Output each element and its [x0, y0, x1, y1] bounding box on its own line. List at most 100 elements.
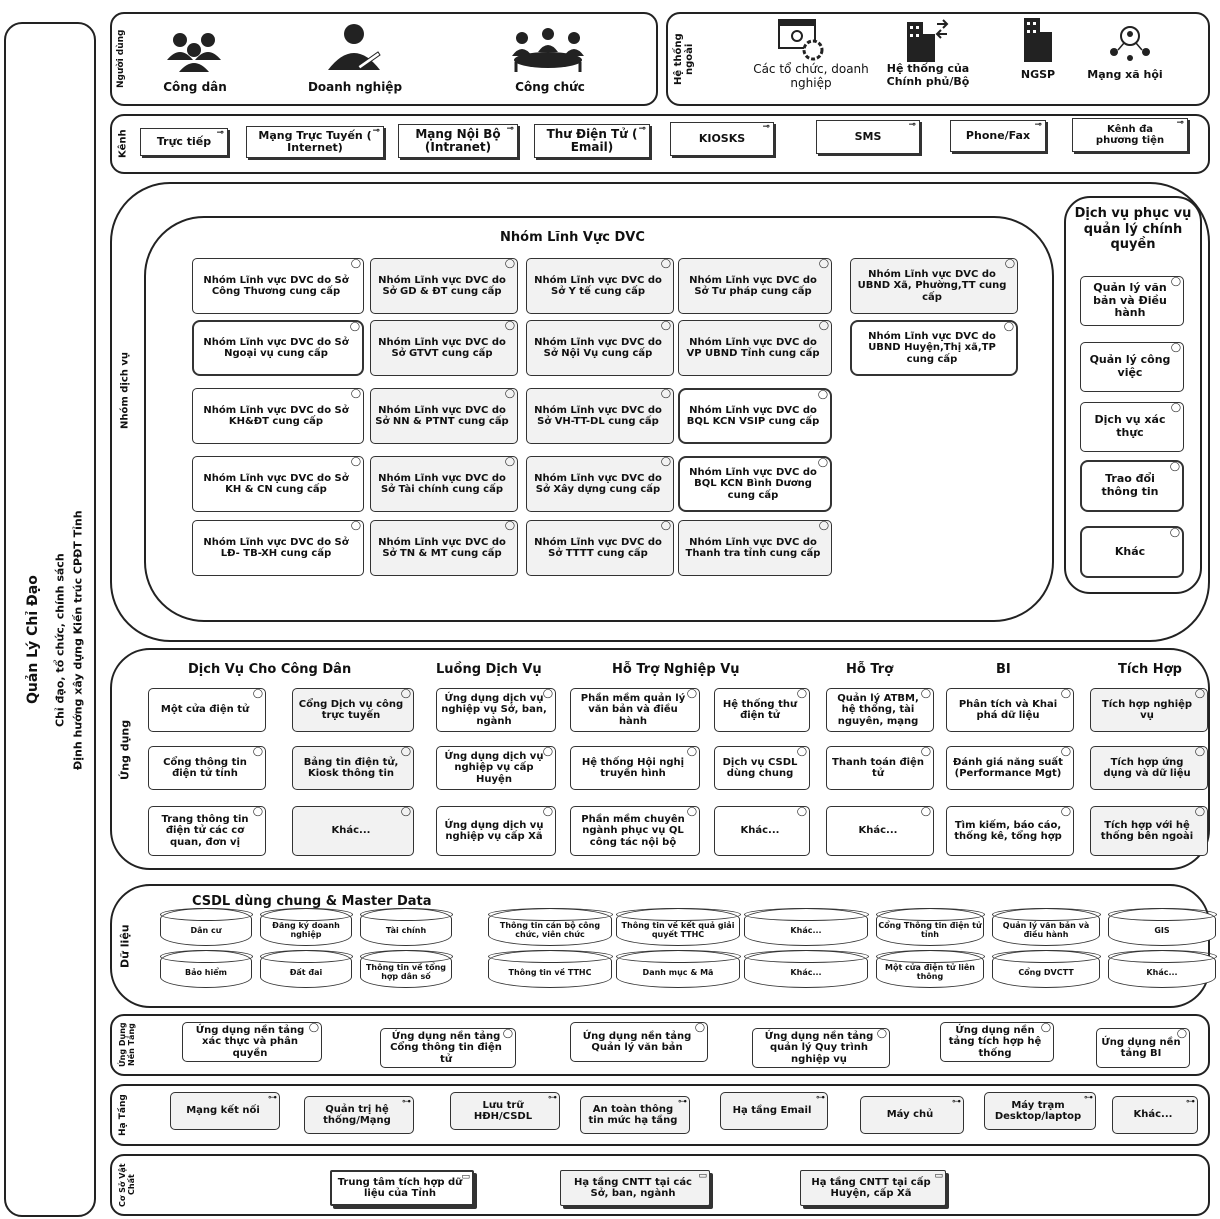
channel-email[interactable]: Thư Điện Tử ( Email)⊸ [534, 124, 650, 158]
data-store-10[interactable]: Thông tin về TTHC [487, 949, 613, 988]
infra-item-5[interactable]: Hạ tầng Email⊶ [720, 1092, 828, 1130]
app-22[interactable]: Khác...◯ [826, 806, 934, 856]
infra-item-2[interactable]: Quản trị hệ thống/Mạng⊶ [304, 1096, 414, 1134]
dvc-service-17[interactable]: Nhóm Lĩnh vực DVC do Sở Xây dựng cung cấ… [526, 456, 674, 512]
data-store-15[interactable]: GIS [1107, 907, 1217, 946]
app-5[interactable]: Hệ thống thư điện tử◯ [714, 688, 810, 732]
channel-direct[interactable]: Trực tiếp⊸ [140, 128, 228, 156]
app-18[interactable]: Khác...◯ [292, 806, 414, 856]
data-store-4[interactable]: Bảo hiểm [159, 949, 253, 988]
app-10[interactable]: Bảng tin điện tử, Kiosk thông tin◯ [292, 746, 414, 790]
data-store-17[interactable]: Cổng DVCTT [991, 949, 1101, 988]
channel-internet[interactable]: Mạng Trực Tuyến ( Internet)⊸ [246, 126, 384, 158]
dvc-service-4[interactable]: Nhóm Lĩnh vực DVC do Sở Tư pháp cung cấp… [678, 258, 832, 314]
facility-item-3[interactable]: Hạ tầng CNTT tại cấp Huyện, cấp Xã▭ [800, 1170, 946, 1206]
app-24[interactable]: Tích hợp với hệ thống bên ngoài◯ [1090, 806, 1208, 856]
dvc-service-20[interactable]: Nhóm Lĩnh vực DVC do Sở TN & MT cung cấp… [370, 520, 518, 576]
infra-item-3[interactable]: Lưu trữ HĐH/CSDL⊶ [450, 1092, 560, 1130]
data-store-18[interactable]: Khác... [1107, 949, 1217, 988]
data-store-7[interactable]: Thông tin cán bộ công chức, viên chức [487, 907, 613, 946]
data-store-label: GIS [1154, 925, 1170, 935]
dvc-service-9[interactable]: Nhóm Lĩnh vực DVC do VP UBND Tỉnh cung c… [678, 320, 832, 376]
app-14[interactable]: Thanh toán điện tử◯ [826, 746, 934, 790]
app-17[interactable]: Trang thông tin điện tử các cơ quan, đơn… [148, 806, 266, 856]
app-1[interactable]: Một cửa điện tử◯ [148, 688, 266, 732]
data-store-2[interactable]: Đăng ký doanh nghiệp [259, 907, 353, 946]
app-6[interactable]: Quản lý ATBM, hệ thống, tài nguyên, mạng… [826, 688, 934, 732]
dvc-service-18[interactable]: Nhóm Lĩnh vực DVC do BQL KCN Bình Dương … [678, 456, 832, 512]
platform-app-1[interactable]: Ứng dụng nền tảng xác thực và phân quyền… [182, 1022, 322, 1062]
channel-sms[interactable]: SMS⊸ [816, 120, 920, 154]
data-store-9[interactable]: Khác... [743, 907, 869, 946]
app-13[interactable]: Dịch vụ CSDL dùng chung◯ [714, 746, 810, 790]
app-20[interactable]: Phần mềm chuyên ngành phục vụ QL công tá… [570, 806, 700, 856]
channel-phone-fax[interactable]: Phone/Fax⊸ [950, 120, 1046, 152]
platform-app-4[interactable]: Ứng dụng nền tảng quản lý Quy trình nghi… [752, 1028, 890, 1068]
data-store-5[interactable]: Đất đai [259, 949, 353, 988]
facility-item-2[interactable]: Hạ tầng CNTT tại các Sở, ban, ngành▭ [560, 1170, 710, 1206]
dvc-service-11[interactable]: Nhóm Lĩnh vực DVC do Sở KH&ĐT cung cấp◯ [192, 388, 364, 444]
dvc-service-22[interactable]: Nhóm Lĩnh vực DVC do Thanh tra tỉnh cung… [678, 520, 832, 576]
node-icon: ▭ [461, 1172, 470, 1182]
app-15[interactable]: Đánh giá năng suất (Performance Mgt)◯ [946, 746, 1074, 790]
app-21[interactable]: Khác...◯ [714, 806, 810, 856]
app-7[interactable]: Phân tích và Khai phá dữ liệu◯ [946, 688, 1074, 732]
channel-multimedia[interactable]: Kênh đa phương tiện⊸ [1072, 118, 1188, 152]
dvc-service-1[interactable]: Nhóm Lĩnh vực DVC do Sở Công Thương cung… [192, 258, 364, 314]
dvc-service-15[interactable]: Nhóm Lĩnh vực DVC do Sở KH & CN cung cấp… [192, 456, 364, 512]
gov-service-3[interactable]: Dịch vụ xác thực◯ [1080, 402, 1184, 452]
service-group-label: Nhóm dịch vụ [119, 351, 131, 429]
infra-item-7[interactable]: Máy trạm Desktop/laptop⊶ [984, 1092, 1096, 1130]
app-3[interactable]: Ứng dụng dịch vụ nghiệp vụ Sở, ban, ngàn… [436, 688, 556, 732]
data-store-6[interactable]: Thông tin về tổng hợp dân số [359, 949, 453, 988]
platform-app-5[interactable]: Ứng dụng nền tảng tích hợp hệ thống◯ [940, 1022, 1054, 1062]
dvc-service-3[interactable]: Nhóm Lĩnh vực DVC do Sở Y tế cung cấp◯ [526, 258, 674, 314]
channel-intranet[interactable]: Mạng Nội Bộ (Intranet)⊸ [398, 124, 518, 158]
app-8-label: Tích hợp nghiệp vụ [1101, 698, 1193, 722]
data-store-label: Khác... [790, 925, 822, 935]
dvc-service-13[interactable]: Nhóm Lĩnh vực DVC do Sở VH-TT-DL cung cấ… [526, 388, 674, 444]
facility-item-1[interactable]: Trung tâm tích hợp dữ liệu của Tỉnh▭ [330, 1170, 474, 1206]
dvc-service-10[interactable]: Nhóm Lĩnh vực DVC do UBND Huyện,Thị xã,T… [850, 320, 1018, 376]
gov-service-1[interactable]: Quản lý văn bản và Điều hành◯ [1080, 276, 1184, 326]
dvc-service-19[interactable]: Nhóm Lĩnh vực DVC do Sở LĐ- TB-XH cung c… [192, 520, 364, 576]
app-16[interactable]: Tích hợp ứng dụng và dữ liệu◯ [1090, 746, 1208, 790]
gov-service-2[interactable]: Quản lý công việc◯ [1080, 342, 1184, 392]
infra-item-4[interactable]: An toàn thông tin mức hạ tầng⊶ [580, 1096, 690, 1134]
app-12[interactable]: Hệ thống Hội nghị truyền hình◯ [570, 746, 700, 790]
data-store-13[interactable]: Cổng Thông tin điện tử tỉnh [875, 907, 985, 946]
dvc-service-2[interactable]: Nhóm Lĩnh vực DVC do Sở GD & ĐT cung cấp… [370, 258, 518, 314]
service-group-band [110, 182, 1210, 642]
infra-item-6[interactable]: Máy chủ⊶ [860, 1096, 964, 1134]
dvc-service-5[interactable]: Nhóm Lĩnh vực DVC do UBND Xã, Phường,TT … [850, 258, 1018, 314]
data-store-16[interactable]: Một cửa điện tử liên thông [875, 949, 985, 988]
platform-app-2[interactable]: Ứng dụng nền tảng Cổng thông tin điện tử… [380, 1028, 516, 1068]
app-2[interactable]: Cổng Dịch vụ công trực tuyến◯ [292, 688, 414, 732]
dvc-service-16[interactable]: Nhóm Lĩnh vực DVC do Sở Tài chính cung c… [370, 456, 518, 512]
dvc-service-12[interactable]: Nhóm Lĩnh vực DVC do Sở NN & PTNT cung c… [370, 388, 518, 444]
app-4[interactable]: Phần mềm quản lý văn bản và điều hành◯ [570, 688, 700, 732]
dvc-service-8[interactable]: Nhóm Lĩnh vực DVC do Sở Nội Vụ cung cấp◯ [526, 320, 674, 376]
data-store-3[interactable]: Tài chính [359, 907, 453, 946]
gov-service-5[interactable]: Khác◯ [1080, 526, 1184, 578]
channel-kiosks[interactable]: KIOSKS⊸ [670, 122, 774, 156]
app-11[interactable]: Ứng dụng dịch vụ nghiệp vụ cấp Huyện◯ [436, 746, 556, 790]
infra-item-1[interactable]: Mạng kết nối⊶ [170, 1092, 280, 1130]
dvc-service-7[interactable]: Nhóm Lĩnh vực DVC do Sở GTVT cung cấp◯ [370, 320, 518, 376]
platform-app-3[interactable]: Ứng dụng nền tảng Quản lý văn bản◯ [570, 1022, 708, 1062]
platform-app-6[interactable]: Ứng dụng nền tảng BI◯ [1096, 1028, 1190, 1068]
app-9[interactable]: Cổng thông tin điện tử tỉnh◯ [148, 746, 266, 790]
app-8[interactable]: Tích hợp nghiệp vụ◯ [1090, 688, 1208, 732]
dvc-service-6[interactable]: Nhóm Lĩnh vực DVC do Sở Ngoại vụ cung cấ… [192, 320, 364, 376]
data-store-11[interactable]: Danh mục & Mã [615, 949, 741, 988]
gov-service-4[interactable]: Trao đổi thông tin◯ [1080, 460, 1184, 512]
data-store-1[interactable]: Dân cư [159, 907, 253, 946]
data-store-14[interactable]: Quản lý văn bản và điều hành [991, 907, 1101, 946]
dvc-service-14[interactable]: Nhóm Lĩnh vực DVC do BQL KCN VSIP cung c… [678, 388, 832, 444]
infra-item-8[interactable]: Khác...⊶ [1112, 1096, 1198, 1134]
app-23[interactable]: Tìm kiếm, báo cáo, thống kê, tổng hợp◯ [946, 806, 1074, 856]
data-store-8[interactable]: Thông tin về kết quả giải quyết TTHC [615, 907, 741, 946]
data-store-12[interactable]: Khác... [743, 949, 869, 988]
dvc-service-21[interactable]: Nhóm Lĩnh vực DVC do Sở TTTT cung cấp◯ [526, 520, 674, 576]
app-19[interactable]: Ứng dụng dịch vụ nghiệp vụ cấp Xã◯ [436, 806, 556, 856]
